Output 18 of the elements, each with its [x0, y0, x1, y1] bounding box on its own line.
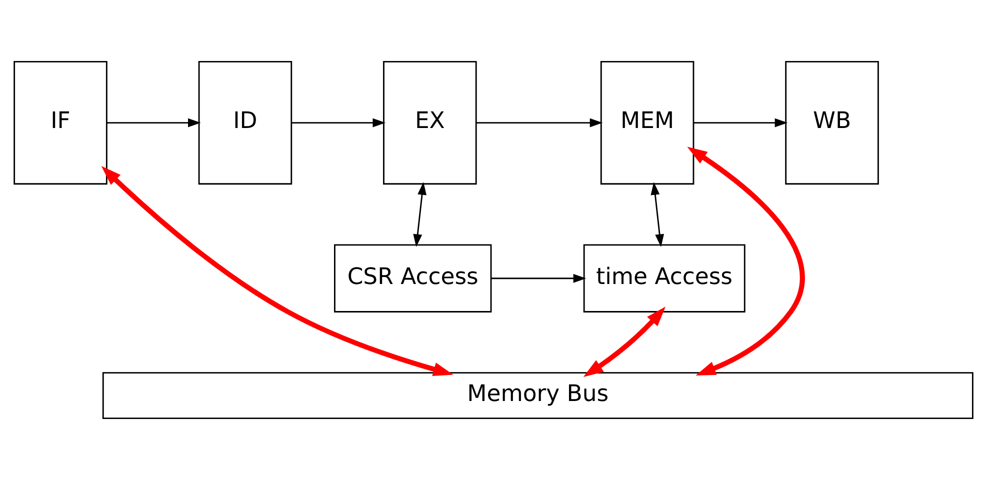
node-box: CSR Access — [334, 244, 492, 312]
arrow — [291, 118, 386, 128]
node-box: WB — [785, 60, 879, 185]
arrow — [650, 182, 664, 248]
node-box: Memory Bus — [102, 372, 974, 420]
node-box: ID — [198, 60, 292, 185]
node-box: IF — [14, 60, 108, 185]
arrow — [101, 166, 454, 376]
node-box: MEM — [600, 60, 694, 185]
arrow — [413, 182, 426, 248]
arrow — [687, 146, 804, 376]
arrow — [693, 118, 788, 128]
arrow — [583, 306, 666, 377]
node-box: time Access — [583, 244, 746, 312]
arrow — [491, 274, 586, 283]
arrow — [476, 118, 603, 128]
arrow — [106, 118, 201, 128]
node-box: EX — [383, 60, 477, 185]
